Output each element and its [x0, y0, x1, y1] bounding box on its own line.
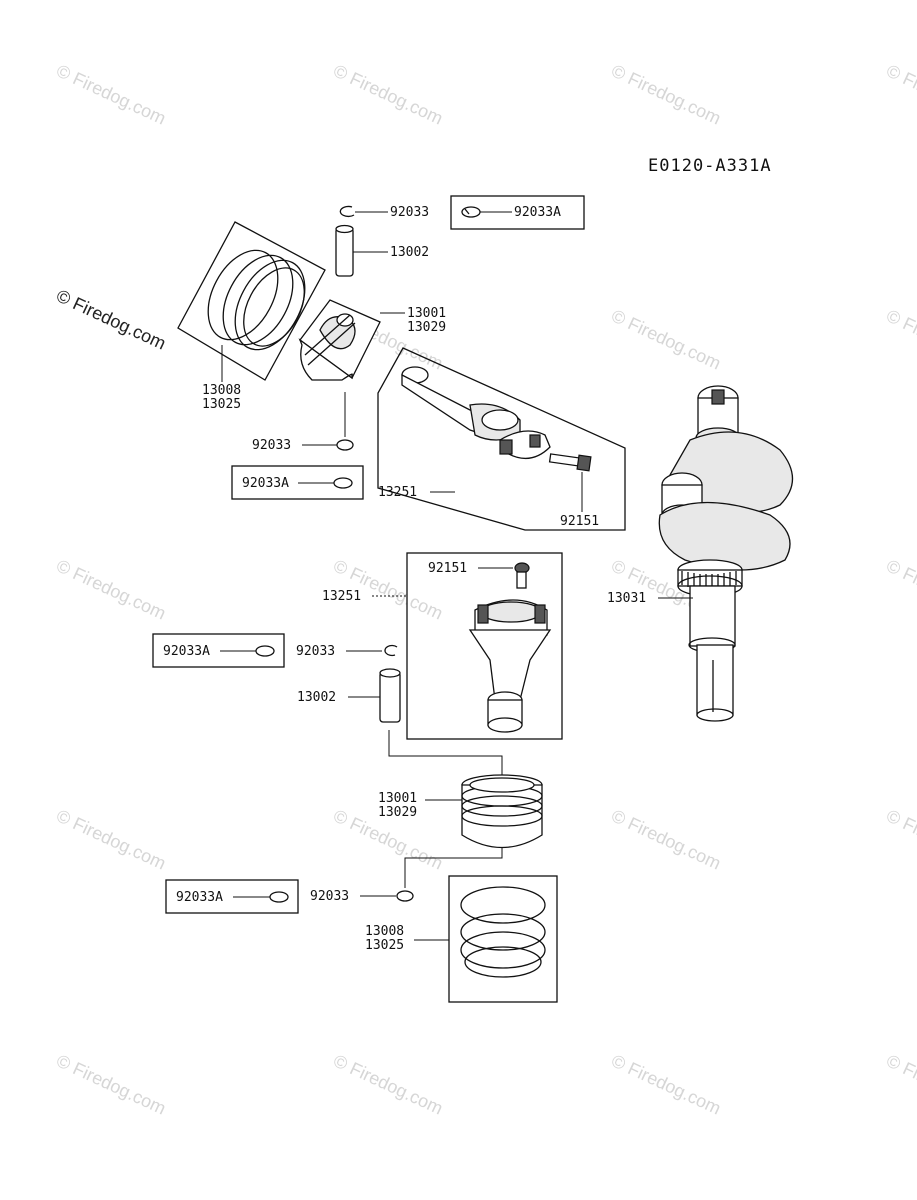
piston-icon	[461, 774, 543, 849]
part-label-13001: 13001	[378, 791, 417, 806]
watermark: © Firedog.com	[883, 805, 917, 873]
conrod-box	[406, 552, 563, 740]
watermark: © Firedog.com	[53, 1050, 169, 1118]
watermark: © Firedog.com	[330, 60, 446, 128]
part-label-13025: 13025	[202, 397, 241, 412]
part-label-13029: 13029	[378, 805, 417, 820]
part-label-92151: 92151	[560, 514, 599, 529]
part-label-92033a: 92033A	[176, 890, 223, 905]
watermark: © Firedog.com	[883, 305, 917, 373]
part-label-92033a: 92033A	[163, 644, 210, 659]
part-label-13008: 13008	[365, 924, 404, 939]
part-label-92033: 92033	[310, 889, 349, 904]
watermark: © Firedog.com	[53, 805, 169, 873]
bolt-icon	[514, 562, 530, 589]
circlip-icon	[461, 206, 481, 218]
piston-pin-icon	[379, 668, 401, 723]
circlip-icon	[336, 439, 354, 451]
part-box-92033a	[231, 465, 364, 500]
circlip-icon	[333, 477, 353, 489]
part-label-13031: 13031	[607, 591, 646, 606]
circlip-icon	[339, 205, 355, 218]
part-box-92033a	[152, 633, 285, 668]
part-box-92033a	[165, 879, 299, 914]
part-label-92151: 92151	[428, 561, 467, 576]
piston-rings-icon	[177, 221, 326, 381]
part-label-92033: 92033	[252, 438, 291, 453]
part-label-13251: 13251	[378, 485, 417, 500]
diagram-code: E0120-A331A	[648, 156, 772, 176]
watermark: © Firedog.com	[608, 1050, 724, 1118]
connecting-rod-icon	[468, 599, 552, 733]
part-label-92033: 92033	[296, 644, 335, 659]
part-label-13002: 13002	[297, 690, 336, 705]
watermark: © Firedog.com	[883, 60, 917, 128]
part-label-13001: 13001	[407, 306, 446, 321]
part-label-13029: 13029	[407, 320, 446, 335]
piston-icon	[298, 299, 381, 381]
part-box-92033a	[450, 195, 585, 230]
circlip-icon	[396, 890, 414, 902]
piston-rings-box	[448, 875, 558, 1003]
watermark-grid: © Firedog.com © Firedog.com © Firedog.co…	[53, 60, 917, 1118]
conrod-box	[377, 347, 626, 531]
part-label-13025: 13025	[365, 938, 404, 953]
part-label-13008: 13008	[202, 383, 241, 398]
bolt-icon	[548, 453, 592, 472]
watermark: © Firedog.com	[608, 305, 724, 373]
circlip-icon	[255, 645, 275, 657]
watermark: © Firedog.com	[330, 1050, 446, 1118]
part-label-13251: 13251	[322, 589, 361, 604]
part-label-92033: 92033	[390, 205, 429, 220]
crankshaft-icon	[658, 385, 793, 722]
part-label-13002: 13002	[390, 245, 429, 260]
circlip-icon	[384, 644, 398, 657]
watermark: © Firedog.com	[53, 555, 169, 623]
watermark: © Firedog.com	[608, 805, 724, 873]
watermark-dark: © Firedog.com	[53, 285, 169, 353]
connecting-rod-icon	[401, 366, 551, 459]
part-label-92033a: 92033A	[242, 476, 289, 491]
watermark: © Firedog.com	[883, 555, 917, 623]
watermark: © Firedog.com	[608, 60, 724, 128]
circlip-icon	[269, 891, 289, 903]
piston-rings-icon	[460, 886, 546, 978]
watermark: © Firedog.com	[883, 1050, 917, 1118]
part-label-92033a: 92033A	[514, 205, 561, 220]
piston-pin-icon	[335, 224, 354, 277]
watermark: © Firedog.com	[53, 60, 169, 128]
